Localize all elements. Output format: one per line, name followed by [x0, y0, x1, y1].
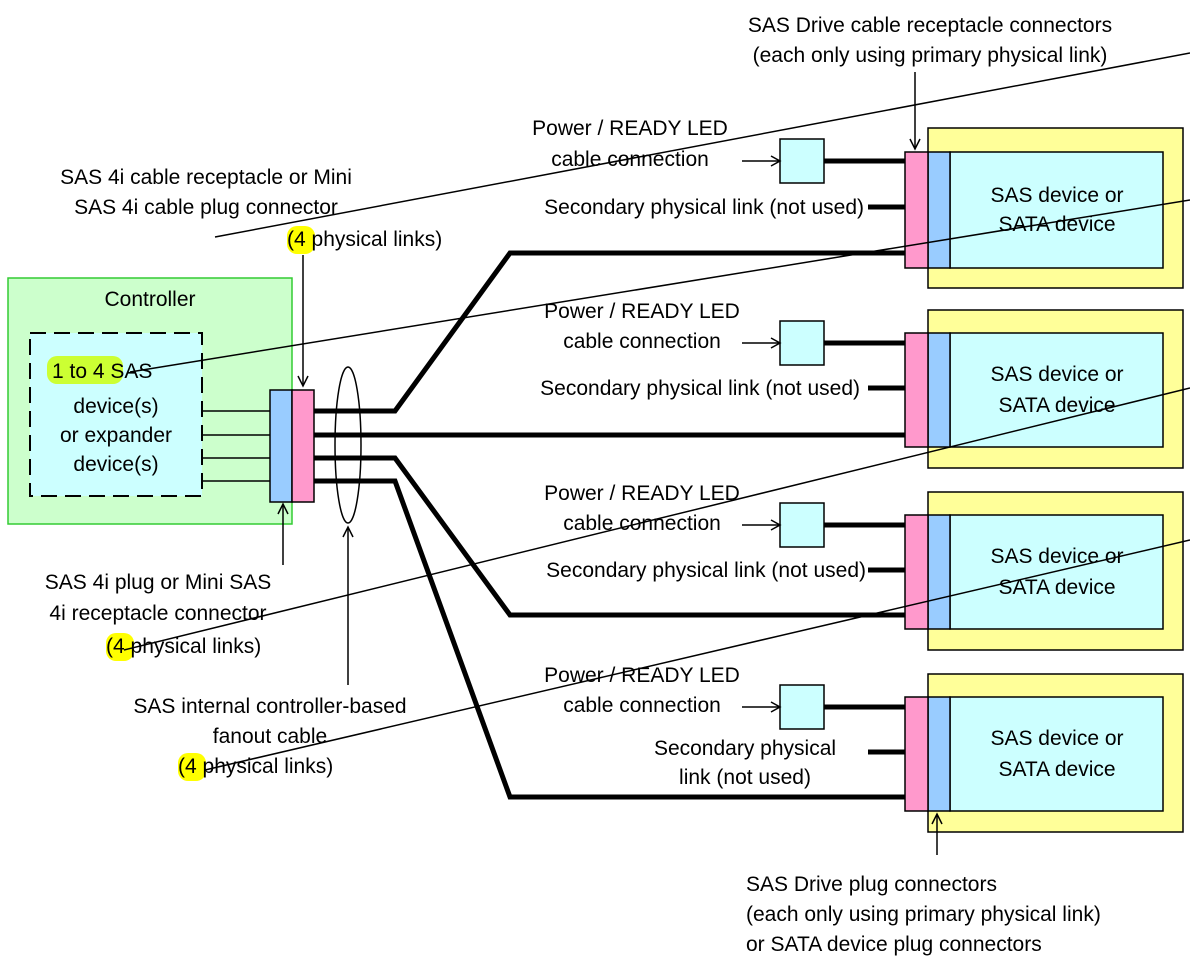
devices-count-highlight: 1 to 4: [52, 360, 105, 383]
device-box: [949, 332, 1164, 448]
drive-connector-pink: [904, 514, 929, 630]
power-label-line2: cable connection: [551, 148, 709, 171]
device-label-line1: SAS device or: [990, 363, 1123, 386]
fanout-cable-label-line2: fanout cable: [213, 725, 327, 748]
drive-connector-blue: [927, 332, 951, 448]
bottom-connector-label-line2: (each only using primary physical link): [746, 903, 1101, 926]
fanout-cable-label-line1: SAS internal controller-based: [133, 695, 406, 718]
secondary-link-label-line2: link (not used): [679, 766, 811, 789]
drive-assembly-1: SAS device or SATA device Power / READY …: [532, 117, 1184, 289]
device-label-line2: SATA device: [998, 758, 1115, 781]
drive-connector-blue: [927, 151, 951, 269]
power-connector-box: [779, 684, 825, 730]
top-connector-label-line2: (each only using primary physical link): [753, 44, 1108, 67]
drive-assembly-4: SAS device or SATA device Power / READY …: [544, 664, 1184, 833]
bottom-connector-label-line3: or SATA device plug connectors: [746, 933, 1042, 956]
controller-internal-links: [202, 410, 270, 482]
highlight-4-controller-connector: [287, 226, 315, 254]
power-connector-box: [779, 138, 825, 184]
power-label-line1: Power / READY LED: [544, 482, 740, 505]
devices-label-line2: device(s): [73, 395, 158, 418]
fanout-cable-label-line3: (4 physical links): [178, 755, 333, 778]
power-label-line1: Power / READY LED: [544, 300, 740, 323]
device-label-line2: SATA device: [998, 394, 1115, 417]
drive-connector-blue: [927, 696, 951, 812]
highlight-4-plug-connector: [106, 633, 134, 661]
controller-connector-label-line3: (4 physical links): [287, 228, 442, 251]
power-label-line1: Power / READY LED: [532, 117, 728, 140]
drive-assembly-3: SAS device or SATA device Power / READY …: [544, 482, 1184, 651]
secondary-link-label: Secondary physical link (not used): [544, 196, 864, 219]
drive-connector-pink: [904, 151, 929, 269]
secondary-link-label-line1: Secondary physical: [654, 737, 836, 760]
plug-connector-label-line3: (4 physical links): [106, 635, 261, 658]
power-connector-box: [779, 502, 825, 548]
bottom-connector-label-line1: SAS Drive plug connectors: [746, 873, 997, 896]
drive-connector-pink: [904, 696, 929, 812]
devices-label-line1: 1 to 4 SAS: [52, 360, 152, 383]
device-label-line1: SAS device or: [990, 545, 1123, 568]
devices-label-line3: or expander: [60, 424, 172, 447]
power-label-line2: cable connection: [563, 694, 721, 717]
highlight-4-fanout: [178, 753, 206, 781]
fanout-cables: [314, 250, 905, 800]
drive-assembly-2: SAS device or SATA device Power / READY …: [540, 300, 1184, 469]
controller-label: Controller: [104, 288, 195, 311]
fanout-bundle-ellipse: [334, 366, 362, 524]
drive-connector-pink: [904, 332, 929, 448]
secondary-link-label: Secondary physical link (not used): [540, 377, 860, 400]
power-connector-box: [779, 320, 825, 366]
secondary-link-label: Secondary physical link (not used): [546, 559, 866, 582]
device-label-line1: SAS device or: [990, 727, 1123, 750]
device-label-line2: SATA device: [998, 576, 1115, 599]
diagonal-lines: [123, 52, 1190, 771]
devices-label-line4: device(s): [73, 453, 158, 476]
power-label-line1: Power / READY LED: [544, 664, 740, 687]
highlight-devices-count: [47, 356, 123, 384]
top-connector-label-line1: SAS Drive cable receptacle connectors: [748, 14, 1112, 37]
controller-connector-pink: [291, 389, 315, 503]
power-label-line2: cable connection: [563, 330, 721, 353]
controller-connector-label-line2: SAS 4i cable plug connector: [74, 196, 338, 219]
controller-connector-blue: [269, 389, 293, 503]
power-label-line2: cable connection: [563, 512, 721, 535]
device-label-line1: SAS device or: [990, 184, 1123, 207]
device-box: [949, 514, 1164, 630]
device-box: [949, 696, 1164, 812]
plug-connector-label-line1: SAS 4i plug or Mini SAS: [45, 571, 271, 594]
controller-connector-label-line1: SAS 4i cable receptacle or Mini: [60, 166, 352, 189]
plug-connector-label-line2: 4i receptacle connector: [49, 602, 266, 625]
device-label-line2: SATA device: [998, 213, 1115, 236]
drive-connector-blue: [927, 514, 951, 630]
